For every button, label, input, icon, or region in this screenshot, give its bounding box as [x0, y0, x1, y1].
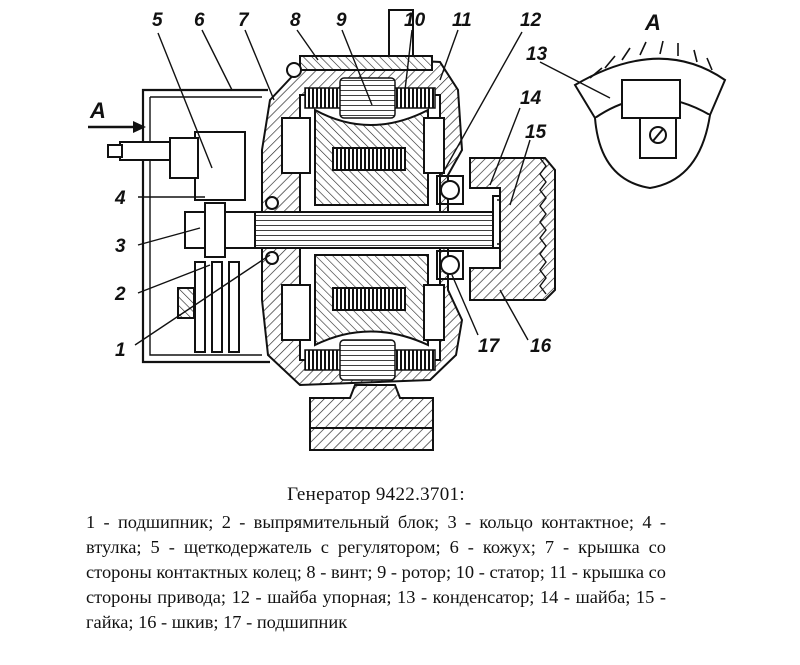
callout-3: 3 [115, 236, 126, 257]
callout-4: 4 [114, 188, 126, 209]
callout-13: 13 [526, 44, 548, 65]
callout-10: 10 [404, 10, 426, 31]
generator-cross-section-drawing: A A 5 6 7 8 9 10 1 [88, 9, 727, 451]
callout-17: 17 [478, 336, 501, 357]
callout-2: 2 [114, 284, 126, 305]
brush-holder [107, 131, 246, 201]
callout-12: 12 [520, 10, 542, 31]
callout-15: 15 [525, 122, 547, 143]
callout-numbers: 5 6 7 8 9 10 11 12 13 14 15 4 3 2 1 16 1… [114, 10, 552, 361]
rectifier-block [177, 261, 240, 353]
caption-legend: 1 - подшипник; 2 - выпрямительный блок; … [86, 512, 666, 632]
mounting-foot [309, 384, 434, 451]
inset-label: A [644, 10, 661, 35]
leader-lines [134, 29, 611, 346]
callout-1: 1 [115, 340, 126, 361]
caption-title: Генератор 9422.3701: [287, 484, 465, 505]
contact-ring [184, 202, 256, 258]
view-arrow-a: A [88, 98, 146, 133]
inset-view-a: A [573, 10, 727, 190]
arrow-label: A [89, 98, 106, 123]
callout-14: 14 [520, 88, 542, 109]
callout-6: 6 [194, 10, 205, 31]
callout-9: 9 [336, 10, 347, 31]
pulley [469, 157, 556, 301]
callout-16: 16 [530, 336, 552, 357]
callout-5: 5 [152, 10, 163, 31]
casing-cover [141, 88, 270, 364]
bearings [265, 175, 464, 280]
callout-11: 11 [452, 10, 472, 31]
rotor [281, 108, 445, 347]
caption: Генератор 9422.3701: 1 - подшипник; 2 - … [86, 484, 666, 635]
callout-7: 7 [238, 10, 250, 31]
callout-8: 8 [290, 10, 301, 31]
stator [304, 77, 436, 381]
